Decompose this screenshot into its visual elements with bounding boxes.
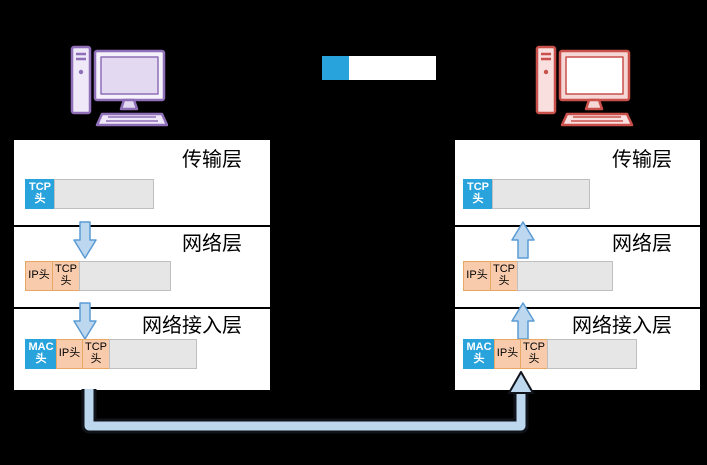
layer-divider: [455, 307, 700, 309]
receiver-access-layer-label: 网络接入层: [572, 315, 672, 337]
tcp-header-segment: TCP头: [82, 339, 110, 369]
tcp-header-segment: TCP头: [463, 179, 493, 209]
receiver-transport-layer-label: 传输层: [612, 149, 672, 171]
segment-label: MAC头: [466, 341, 492, 365]
ip-header-segment: IP头: [463, 261, 491, 291]
segment-label: TCP头: [55, 263, 77, 287]
receiver-access-packet: MAC头 IP头 TCP头: [463, 339, 637, 369]
mac-header-segment: MAC头: [463, 339, 495, 369]
ip-header-segment: IP头: [25, 261, 53, 291]
receiver-network-layer-label: 网络层: [612, 233, 672, 255]
tcp-header-segment: TCP头: [25, 179, 55, 209]
receiver-transport-packet: TCP头: [463, 179, 590, 209]
tcp-header-segment: TCP头: [52, 261, 80, 291]
ip-header-segment: IP头: [494, 339, 521, 369]
decapsulate-up-arrow-icon: [511, 302, 535, 340]
encapsulate-down-arrow-icon: [73, 221, 97, 259]
sender-transport-packet: TCP头: [25, 179, 154, 209]
legend-header-segment: [322, 56, 349, 80]
segment-label: IP头: [496, 347, 519, 360]
sender-access-packet: MAC头 IP头 TCP头: [25, 339, 197, 369]
segment-label: TCP头: [467, 181, 489, 205]
segment-label: IP头: [28, 269, 50, 282]
segment-label: TCP头: [493, 263, 515, 287]
segment-label: TCP头: [29, 181, 51, 205]
receiver-network-packet: IP头 TCP头: [463, 261, 613, 291]
layer-divider: [14, 307, 270, 309]
receiver-protocol-stack: 传输层 TCP头 网络层 IP头 TCP头 网络接入层 MAC头 IP头 TCP…: [455, 140, 700, 390]
payload-segment: [517, 261, 613, 291]
decapsulate-up-arrow-icon: [511, 221, 535, 259]
legend-body-segment: [349, 56, 436, 80]
encapsulate-down-arrow-icon: [73, 302, 97, 340]
segment-label: MAC头: [28, 341, 54, 365]
sender-protocol-stack: 传输层 TCP头 网络层 IP头 TCP头 网络接入层 MAC头 IP头 TCP…: [14, 140, 270, 390]
sender-computer-icon: [70, 45, 168, 127]
segment-label: IP头: [58, 347, 81, 360]
payload-segment: [109, 339, 197, 369]
sender-network-packet: IP头 TCP头: [25, 261, 171, 291]
tcp-header-segment: TCP头: [520, 339, 548, 369]
receiver-computer-icon: [535, 45, 634, 127]
sender-network-layer-label: 网络层: [182, 233, 242, 255]
payload-segment: [492, 179, 590, 209]
payload-segment: [79, 261, 171, 291]
payload-segment: [54, 179, 154, 209]
segment-label: TCP头: [85, 341, 107, 365]
legend-bar: [322, 56, 436, 80]
segment-label: TCP头: [523, 341, 545, 365]
segment-label: IP头: [466, 269, 488, 282]
payload-segment: [547, 339, 637, 369]
sender-transport-layer-label: 传输层: [182, 149, 242, 171]
layer-divider: [14, 225, 270, 227]
layer-divider: [455, 225, 700, 227]
sender-access-layer-label: 网络接入层: [142, 315, 242, 337]
mac-header-segment: MAC头: [25, 339, 57, 369]
tcp-header-segment: TCP头: [490, 261, 518, 291]
ip-header-segment: IP头: [56, 339, 83, 369]
